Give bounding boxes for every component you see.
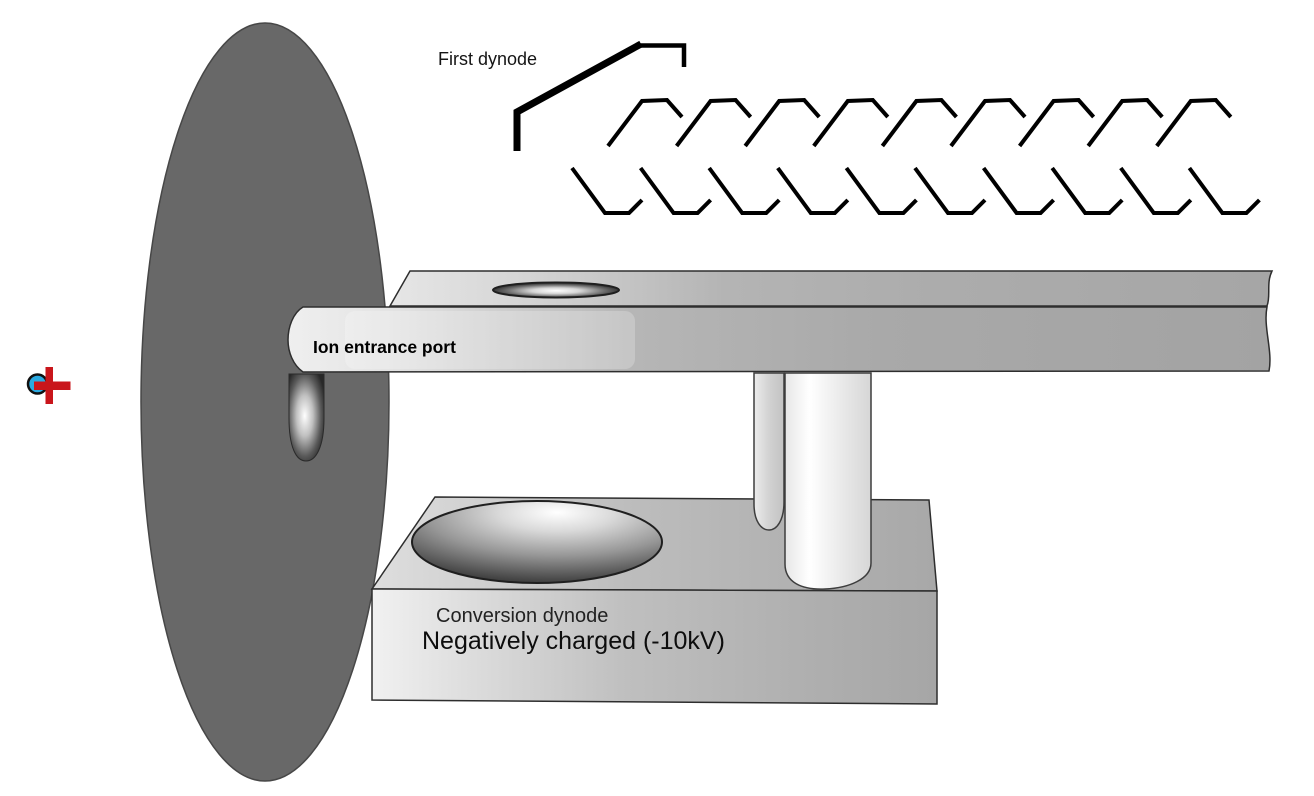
first-dynode-shape bbox=[513, 40, 687, 151]
lower-dynode-chain bbox=[570, 166, 1261, 215]
block-front-face bbox=[371, 588, 938, 705]
conversion-dynode-bowl bbox=[411, 500, 663, 584]
ion-entrance-port-label: Ion entrance port bbox=[313, 337, 456, 357]
disc-aperture-glow bbox=[288, 373, 325, 462]
plate-slot-hole bbox=[492, 281, 620, 299]
support-pillar-thick bbox=[784, 372, 872, 590]
ion-plus-horizontal bbox=[34, 381, 71, 390]
plate-highlight-patch bbox=[345, 311, 635, 369]
conversion-dynode-label: Conversion dynode bbox=[436, 605, 609, 627]
first-dynode-label: First dynode bbox=[438, 49, 538, 69]
plate-top-face bbox=[388, 270, 1274, 307]
support-pillar-thin bbox=[753, 372, 785, 531]
negatively-charged-label: Negatively charged (-10kV) bbox=[422, 627, 725, 655]
positive-ion-icon bbox=[26, 367, 71, 404]
electrode-disc bbox=[140, 22, 390, 782]
ion-entrance-plate bbox=[287, 270, 1274, 373]
upper-dynode-chain bbox=[606, 97, 1233, 148]
plate-front-face bbox=[287, 306, 1271, 373]
